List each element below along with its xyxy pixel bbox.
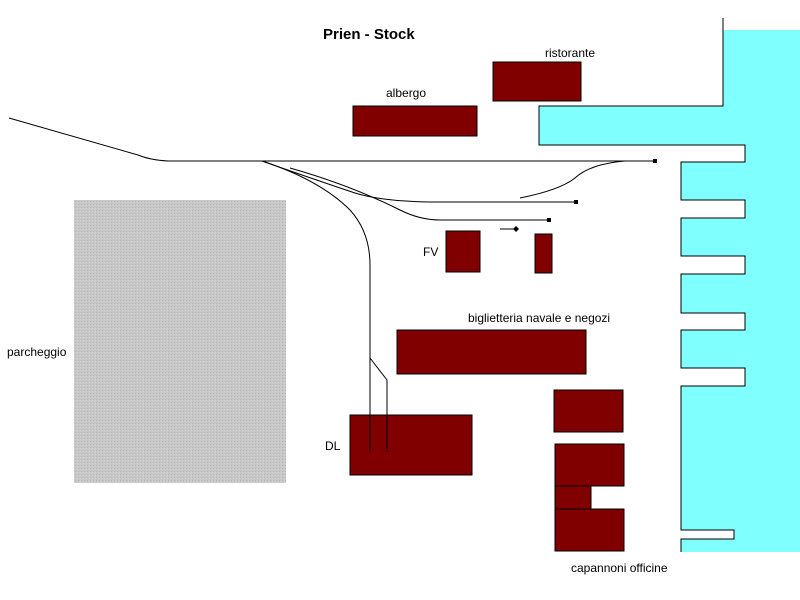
- label-dl: DL: [325, 439, 341, 453]
- shoreline: [538, 18, 746, 552]
- main-track: [8, 117, 655, 162]
- buffer-stop-main: [653, 159, 657, 163]
- track-2-connection: [519, 160, 626, 199]
- parking-area: [74, 200, 286, 483]
- track-3: [289, 167, 549, 221]
- label-parcheggio: parcheggio: [7, 345, 67, 359]
- building-fv: [445, 230, 481, 273]
- buffer-stops: [513, 159, 657, 232]
- tracks: [8, 117, 655, 452]
- depot-track-branch: [369, 357, 388, 452]
- label-ristorante: ristorante: [545, 46, 595, 60]
- building-albergo: [352, 105, 478, 137]
- label-fv: FV: [423, 245, 438, 259]
- building-workshop-3: [554, 485, 592, 510]
- track-2: [261, 160, 576, 203]
- buffer-stop-track-3: [547, 218, 551, 222]
- building-workshop-2: [554, 443, 625, 487]
- building-workshop-4: [554, 508, 625, 552]
- building-dl: [349, 414, 473, 476]
- label-albergo: albergo: [386, 86, 426, 100]
- buffer-stop-spur: [513, 226, 519, 232]
- buffer-stop-track-2: [574, 200, 578, 204]
- depot-track: [261, 160, 371, 452]
- building-ristorante: [492, 61, 582, 102]
- lake-water: [539, 30, 800, 552]
- lake: [538, 18, 800, 552]
- label-biglietteria: biglietteria navale e negozi: [468, 311, 610, 325]
- map-title: Prien - Stock: [323, 26, 415, 43]
- building-workshop-1: [553, 389, 624, 433]
- building-biglietteria: [396, 329, 587, 375]
- building-small-shelter: [534, 233, 553, 274]
- label-capannoni: capannoni officine: [571, 561, 668, 575]
